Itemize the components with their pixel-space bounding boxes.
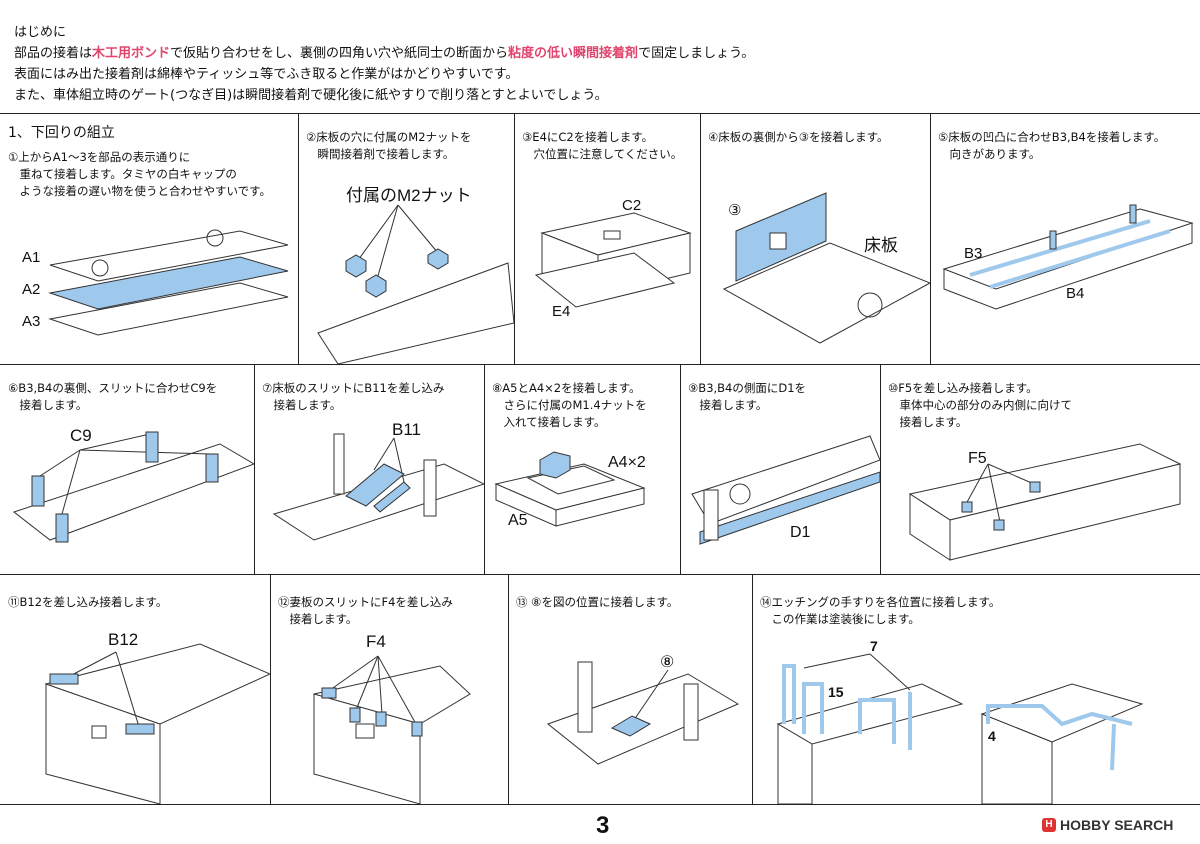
label-a4x2: A4×2	[608, 454, 646, 471]
intro-line-2: 表面にはみ出た接着剤は綿棒やティッシュ等でふき取ると作業がはかどりやすいです。	[14, 67, 519, 82]
step-11: ⑪B12を差し込み接着します。 B12	[0, 574, 270, 804]
step-13-text: ⑬ ⑧を図の位置に接着します。	[516, 595, 679, 609]
divider	[270, 574, 271, 804]
label-b3: B3	[964, 245, 983, 262]
figure-d1	[691, 435, 880, 545]
label-a2: A2	[22, 281, 41, 298]
label-part-3: ③	[728, 202, 742, 219]
step-8: ⑧A5とA4×2を接着します。 さらに付属のM1.4ナットを 入れて接着します。…	[484, 364, 680, 574]
logo-icon: H	[1042, 818, 1056, 832]
label-e4: E4	[552, 303, 571, 320]
label-a3: A3	[22, 313, 41, 330]
figure-f4	[313, 655, 471, 804]
divider	[508, 574, 509, 804]
label-a1: A1	[22, 249, 41, 266]
step-9-text: ⑨B3,B4の側面にD1を 接着します。	[688, 381, 807, 412]
divider	[680, 364, 681, 574]
label-c2: C2	[622, 197, 642, 214]
step-7: ⑦床板のスリットにB11を差し込み 接着します。 B11	[254, 364, 484, 574]
figure-b12	[44, 643, 270, 804]
intro-text: はじめに 部品の接着は木工用ボンドで仮貼り合わせをし、裏側の四角い穴や紙同士の断…	[14, 22, 1184, 106]
figure-a5-a4	[494, 451, 646, 527]
intro-text-part: で仮貼り合わせをし、裏側の四角い穴や紙同士の断面から	[170, 46, 509, 61]
label-handrail-15: 15	[828, 684, 844, 700]
label-c9: C9	[70, 426, 92, 445]
figure-handrails	[776, 653, 1144, 804]
divider	[930, 113, 931, 364]
step-5-text: ⑤床板の凹凸に合わせB3,B4を接着します。 向きがあります。	[938, 130, 1166, 161]
divider	[298, 113, 299, 364]
divider	[0, 804, 1200, 805]
step-14: ⑭エッチングの手すりを各位置に接着します。 この作業は塗装後にします。 7 15…	[752, 574, 1200, 804]
intro-line-1: 部品の接着は木工用ボンドで仮貼り合わせをし、裏側の四角い穴や紙同士の断面から粘度…	[14, 43, 1184, 64]
intro-heading: はじめに	[14, 25, 67, 40]
step-10-text: ⑩F5を差し込み接着します。 車体中心の部分のみ内側に向けて 接着します。	[888, 381, 1072, 429]
step-9: ⑨B3,B4の側面にD1を 接着します。 D1	[680, 364, 880, 574]
figure-e4-c2	[534, 212, 692, 308]
step-1-text: ①上からA1～3を部品の表示通りに 重ねて接着します。タミヤの白キャップの よう…	[8, 150, 272, 198]
divider	[254, 364, 255, 574]
figure-c9	[12, 431, 254, 543]
figure-b3-b4	[942, 204, 1194, 310]
intro-text-part: で固定しましょう。	[638, 46, 755, 61]
label-d1: D1	[790, 524, 811, 541]
label-a5: A5	[508, 512, 528, 529]
step-10: ⑩F5を差し込み接着します。 車体中心の部分のみ内側に向けて 接着します。 F5	[880, 364, 1200, 574]
step-11-text: ⑪B12を差し込み接着します。	[8, 595, 168, 609]
step-2: ②床板の穴に付属のM2ナットを 瞬間接着剤で接着します。 付属のM2ナット	[298, 113, 514, 364]
divider	[0, 574, 1200, 575]
figure-floor-assembly	[722, 192, 930, 344]
intro-text-part: 部品の接着は	[14, 46, 93, 61]
divider	[880, 364, 881, 574]
label-floor: 床板	[864, 236, 898, 255]
step-14-text: ⑭エッチングの手すりを各位置に接着します。 この作業は塗装後にします。	[760, 595, 1001, 626]
figure-part8	[546, 661, 740, 765]
intro-line-3: また、車体組立時のゲート(つなぎ目)は瞬間接着剤で硬化後に紙やすりで削り落とすと…	[14, 88, 608, 103]
step-4-text: ④床板の裏側から③を接着します。	[708, 130, 889, 144]
logo-text: HOBBY SEARCH	[1060, 817, 1174, 833]
label-f5: F5	[968, 450, 987, 467]
highlight-instant-glue: 粘度の低い瞬間接着剤	[508, 46, 639, 61]
step-8-text: ⑧A5とA4×2を接着します。 さらに付属のM1.4ナットを 入れて接着します。	[492, 381, 647, 429]
figure-nut-install	[317, 204, 514, 364]
step-1-title: 1、下回りの組立	[8, 125, 115, 141]
label-b11: B11	[392, 420, 421, 439]
step-6-text: ⑥B3,B4の裏側、スリットに合わせC9を 接着します。	[8, 381, 218, 412]
step-6: ⑥B3,B4の裏側、スリットに合わせC9を 接着します。 C9	[0, 364, 254, 574]
hobbysearch-logo: H HOBBY SEARCH	[1042, 817, 1173, 833]
label-m2-nut: 付属のM2ナット	[346, 186, 472, 205]
label-b4: B4	[1066, 285, 1085, 302]
divider	[700, 113, 701, 364]
step-5: ⑤床板の凹凸に合わせB3,B4を接着します。 向きがあります。 B3 B4	[930, 113, 1200, 364]
step-7-text: ⑦床板のスリットにB11を差し込み 接着します。	[262, 381, 445, 412]
figure-underframe-layers	[48, 229, 289, 336]
step-2-text: ②床板の穴に付属のM2ナットを 瞬間接着剤で接着します。	[306, 130, 472, 161]
step-3: ③E4にC2を接着します。 穴位置に注意してください。 C2 E4	[514, 113, 700, 364]
divider	[0, 113, 1200, 114]
label-handrail-7: 7	[870, 638, 878, 654]
divider	[0, 364, 1200, 365]
step-12: ⑫妻板のスリットにF4を差し込み 接着します。 F4	[270, 574, 508, 804]
step-3-text: ③E4にC2を接着します。 穴位置に注意してください。	[522, 130, 683, 161]
page-number: 3	[596, 812, 610, 839]
divider	[484, 364, 485, 574]
divider	[514, 113, 515, 364]
step-13: ⑬ ⑧を図の位置に接着します。 ⑧	[508, 574, 752, 804]
step-12-text: ⑫妻板のスリットにF4を差し込み 接着します。	[278, 595, 453, 626]
highlight-wood-glue: 木工用ボンド	[92, 46, 171, 61]
figure-f5	[908, 443, 1182, 561]
divider	[752, 574, 753, 804]
step-4: ④床板の裏側から③を接着します。 ③ 床板	[700, 113, 930, 364]
label-handrail-4: 4	[988, 728, 996, 744]
step-1: 1、下回りの組立 ①上からA1～3を部品の表示通りに 重ねて接着します。タミヤの…	[0, 113, 298, 364]
label-f4: F4	[366, 632, 386, 651]
figure-b11	[272, 433, 484, 541]
label-b12: B12	[108, 630, 139, 649]
label-part-8: ⑧	[660, 654, 675, 671]
